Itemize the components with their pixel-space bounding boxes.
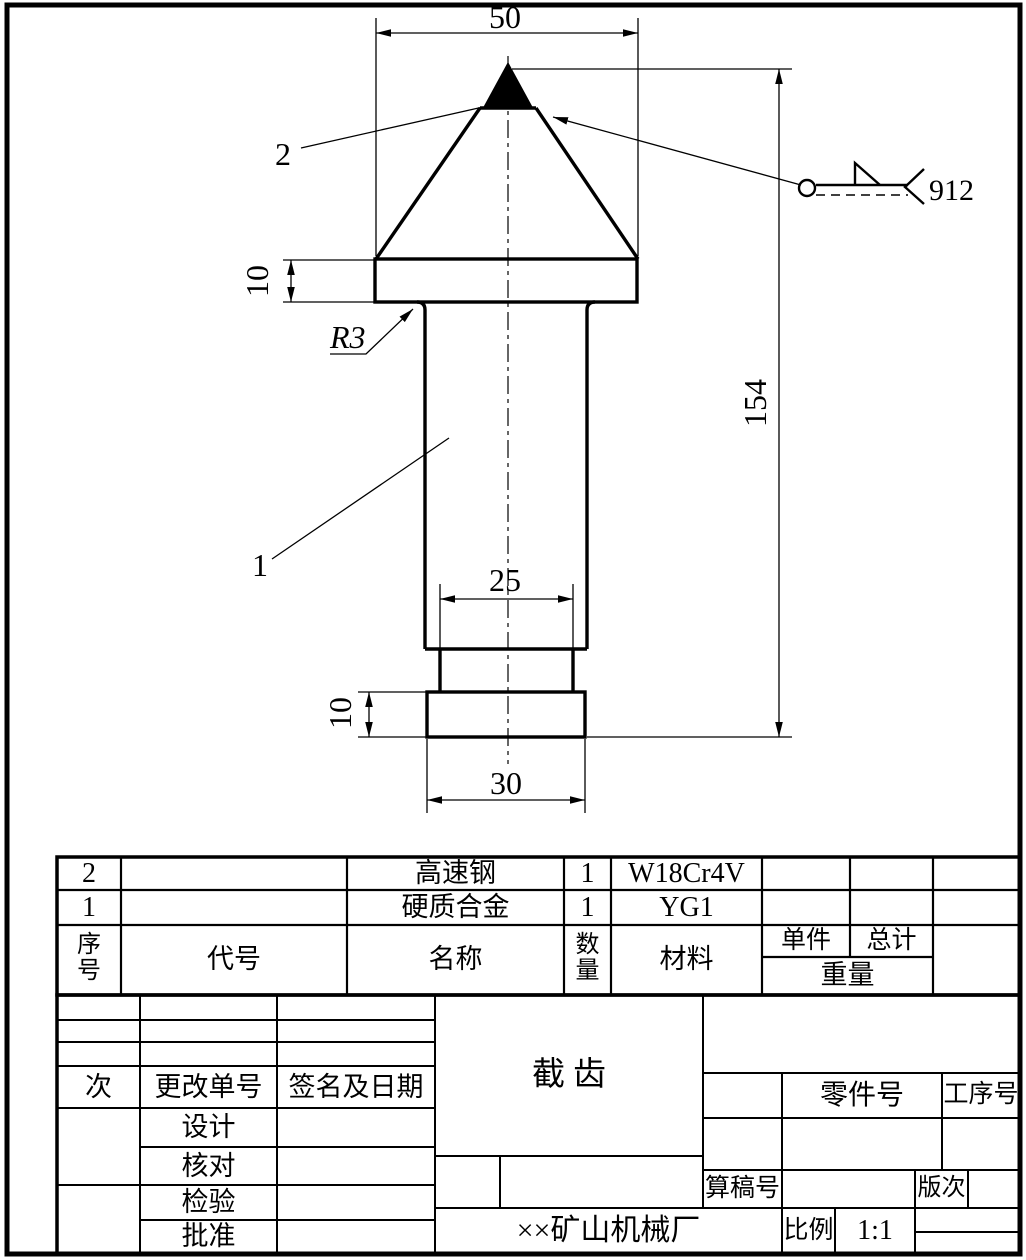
edition-label: 版次 [917, 1175, 966, 1202]
parts-row-qty: 1 [580, 891, 595, 923]
parts-row-name: 硬质合金 [401, 892, 510, 923]
parts-row-name: 高速钢 [415, 858, 496, 889]
dim-flange-thickness: 10 [239, 265, 275, 297]
design-label: 设计 [181, 1112, 236, 1143]
part-no-label: 零件号 [819, 1079, 904, 1111]
dim-base-thickness: 10 [322, 697, 358, 729]
parts-header-weight: 重量 [820, 959, 875, 990]
scale-label: 比例 [783, 1216, 834, 1244]
item-label-tip: 2 [275, 136, 291, 172]
part-outline [373, 106, 640, 739]
change-order-label: 更改单号 [154, 1071, 263, 1102]
parts-row-seq: 1 [82, 891, 96, 923]
dim-base-width: 30 [490, 765, 522, 801]
signature-date-label: 签名及日期 [288, 1071, 424, 1102]
dim-fillet-radius: R3 [329, 319, 366, 355]
dim-neck-width: 25 [489, 562, 521, 598]
process-no-label: 工序号 [943, 1081, 1019, 1109]
part-name: 截齿 [532, 1057, 614, 1094]
dim-total-height: 154 [737, 379, 773, 427]
check-label: 核对 [181, 1150, 236, 1181]
dimension-lines [271, 18, 802, 813]
parts-header-code: 代号 [207, 943, 261, 974]
parts-header-seq: 序号 [77, 932, 101, 984]
item-label-body: 1 [252, 547, 268, 583]
parts-header-total-weight: 总计 [866, 926, 917, 954]
revision-col-label: 次 [85, 1071, 112, 1102]
company-name: ××矿山机械厂 [516, 1214, 701, 1248]
dim-top-width: 50 [489, 0, 521, 35]
parts-header-material: 材料 [659, 943, 714, 974]
parts-header-name: 名称 [428, 943, 483, 974]
parts-header-qty: 数量 [575, 932, 600, 984]
parts-row-material: YG1 [659, 891, 714, 923]
braze-code: 912 [929, 174, 974, 207]
title-block-grid [55, 993, 1022, 1256]
scale-value: 1:1 [857, 1215, 893, 1247]
parts-row-seq: 2 [82, 857, 96, 889]
inspect-label: 检验 [181, 1187, 236, 1218]
carbide-tip [482, 61, 534, 109]
parts-row-qty: 1 [580, 857, 595, 889]
calc-sheet-no-label: 算稿号 [704, 1174, 780, 1202]
parts-row-material: W18Cr4V [628, 857, 745, 889]
parts-table-grid [55, 855, 1022, 997]
approve-label: 批准 [181, 1221, 236, 1252]
parts-header-unit-weight: 单件 [780, 926, 831, 954]
weld-symbol [797, 160, 925, 205]
